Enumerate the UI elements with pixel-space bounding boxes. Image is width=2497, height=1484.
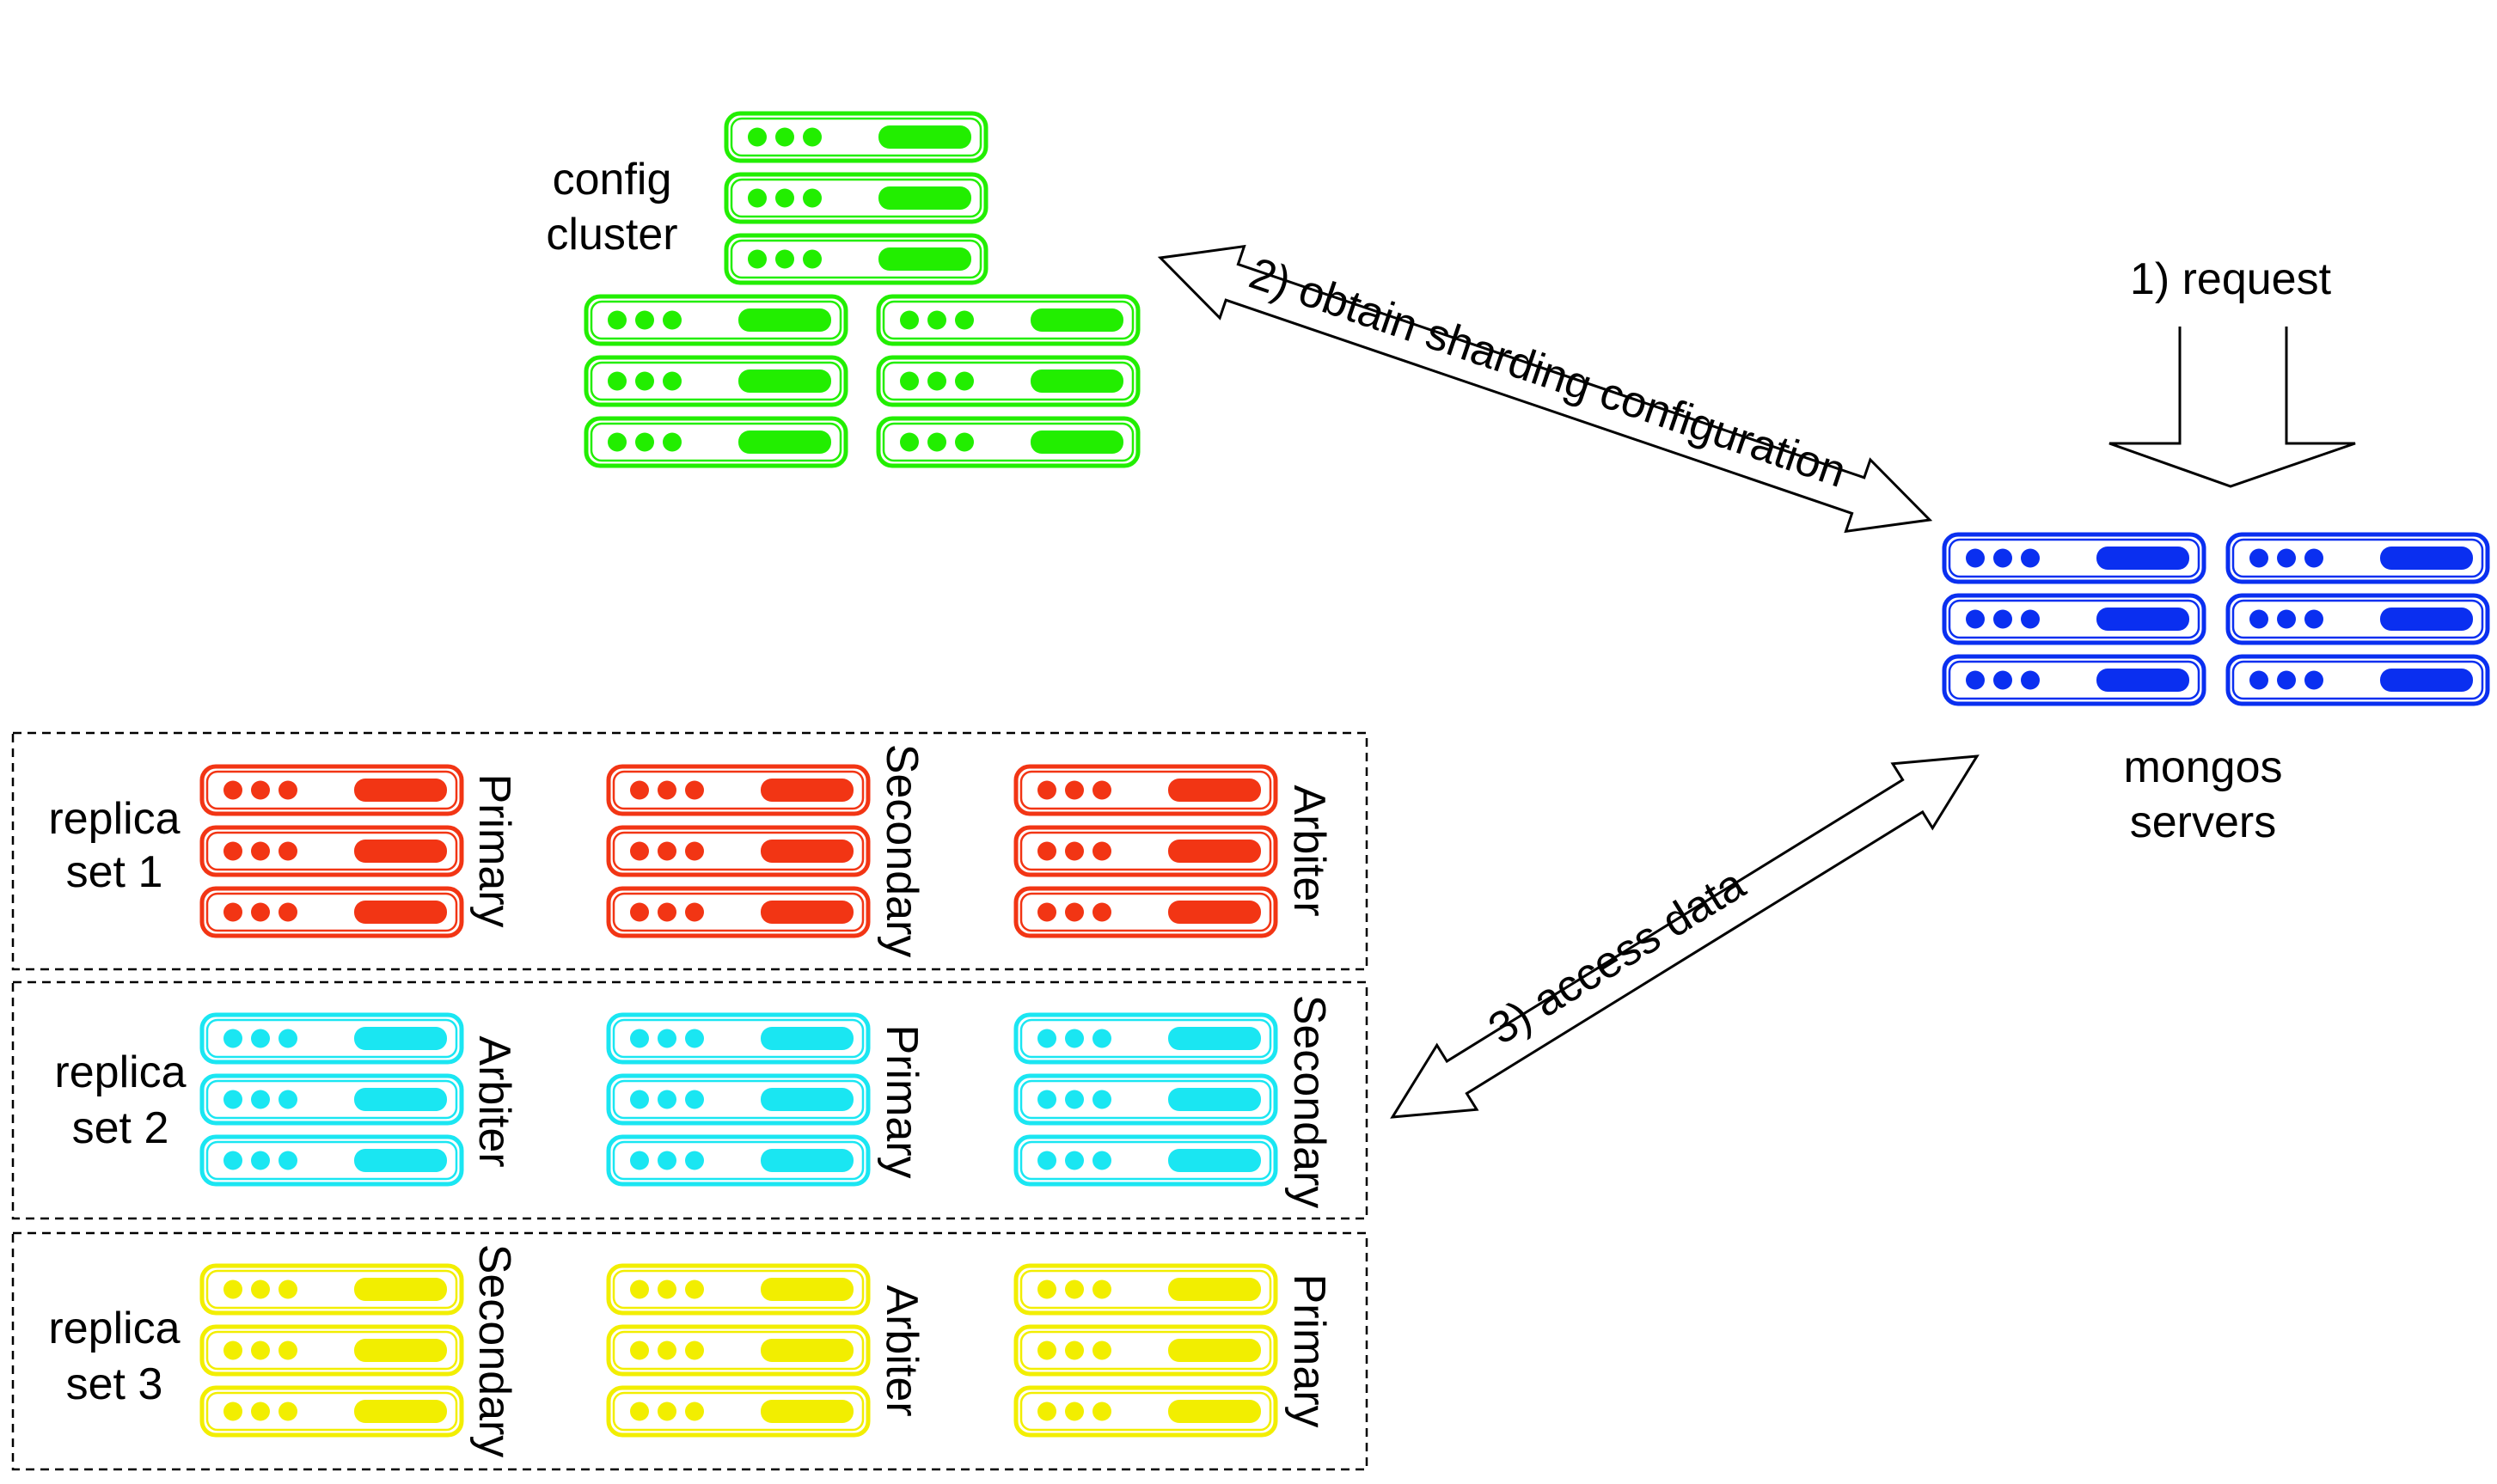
- replica-set-3-label-line2: set 3: [66, 1359, 163, 1409]
- server-rack-icon: [584, 416, 848, 468]
- replica-set-1: replica set 1 Primary Secondary Arbiter: [11, 731, 1368, 971]
- replica-set-3-node-3: [1013, 1263, 1278, 1438]
- config-server-right: [876, 294, 1141, 468]
- config-server-top: [724, 111, 988, 285]
- server-rack-icon: [1013, 1073, 1278, 1126]
- obtain-config-arrow: 2) obtain sharding configuration: [1157, 244, 1933, 534]
- server-rack-icon: [724, 172, 988, 224]
- server-rack-icon: [606, 1324, 871, 1377]
- server-rack-icon: [2225, 593, 2490, 645]
- server-rack-icon: [199, 1073, 464, 1126]
- server-rack-icon: [199, 1263, 464, 1316]
- double-arrow-icon: [1390, 754, 1980, 1119]
- server-rack-icon: [1942, 593, 2206, 645]
- replica-set-2-role-1: Arbiter: [469, 1035, 519, 1167]
- server-rack-icon: [199, 825, 464, 877]
- server-rack-icon: [606, 825, 871, 877]
- replica-set-2-role-2: Primary: [877, 1024, 927, 1178]
- server-rack-icon: [199, 1324, 464, 1377]
- server-rack-icon: [1013, 886, 1278, 938]
- config-cluster-label-line2: cluster: [546, 210, 677, 260]
- replica-set-1-role-1: Primary: [469, 773, 519, 927]
- down-arrow-icon: [2108, 321, 2356, 488]
- server-rack-icon: [724, 111, 988, 163]
- server-rack-icon: [1013, 1263, 1278, 1316]
- server-rack-icon: [199, 886, 464, 938]
- server-rack-icon: [584, 294, 848, 346]
- server-rack-icon: [1942, 654, 2206, 706]
- config-cluster: config cluster: [546, 111, 1141, 468]
- server-rack-icon: [606, 764, 871, 816]
- server-rack-icon: [606, 1134, 871, 1187]
- replica-set-2-node-1: [199, 1012, 464, 1187]
- access-data-label: 3) access data: [1480, 859, 1753, 1054]
- request-arrow: 1) request: [2108, 254, 2356, 488]
- replica-set-1-label-line1: replica: [48, 794, 180, 844]
- replica-set-1-node-2: [606, 764, 871, 938]
- access-data-arrow: 3) access data: [1390, 754, 1980, 1119]
- server-rack-icon: [606, 1263, 871, 1316]
- server-rack-icon: [1013, 825, 1278, 877]
- replica-set-2-label-line1: replica: [54, 1047, 186, 1097]
- server-rack-icon: [724, 233, 988, 285]
- server-rack-icon: [1013, 1324, 1278, 1377]
- request-label: 1) request: [2130, 254, 2332, 304]
- server-rack-icon: [199, 764, 464, 816]
- replica-set-1-role-2: Secondary: [877, 744, 927, 958]
- replica-set-2-border: [11, 980, 1368, 1220]
- replica-set-2: replica set 2 Arbiter Primary Secondary: [11, 980, 1368, 1220]
- replica-set-3-role-1: Secondary: [469, 1244, 519, 1458]
- server-rack-icon: [876, 416, 1141, 468]
- mongos-server-left: [1942, 532, 2206, 706]
- server-rack-icon: [606, 1073, 871, 1126]
- mongos-server-right: [2225, 532, 2490, 706]
- mongos-label-line1: mongos: [2124, 742, 2283, 792]
- replica-set-3-node-1: [199, 1263, 464, 1438]
- server-rack-icon: [606, 886, 871, 938]
- replica-set-3-label-line1: replica: [48, 1304, 180, 1353]
- replica-set-1-node-3: [1013, 764, 1278, 938]
- server-rack-icon: [1013, 764, 1278, 816]
- replica-set-3-border: [11, 1231, 1368, 1471]
- server-rack-icon: [1013, 1385, 1278, 1438]
- server-rack-icon: [876, 294, 1141, 346]
- replica-set-3: replica set 3 Secondary Arbiter Primary: [11, 1231, 1368, 1471]
- replica-set-1-node-1: [199, 764, 464, 938]
- config-server-left: [584, 294, 848, 468]
- server-rack-icon: [199, 1134, 464, 1187]
- obtain-config-label: 2) obtain sharding configuration: [1243, 248, 1851, 498]
- server-rack-icon: [2225, 532, 2490, 584]
- replica-set-1-role-3: Arbiter: [1284, 785, 1334, 916]
- server-rack-icon: [606, 1385, 871, 1438]
- replica-set-1-label-line2: set 1: [66, 847, 163, 897]
- server-rack-icon: [876, 355, 1141, 407]
- replica-set-2-label-line2: set 2: [72, 1103, 169, 1153]
- replica-set-3-role-3: Primary: [1284, 1273, 1334, 1427]
- server-rack-icon: [199, 1385, 464, 1438]
- replica-set-2-node-3: [1013, 1012, 1278, 1187]
- replica-set-1-border: [11, 731, 1368, 971]
- server-rack-icon: [199, 1012, 464, 1065]
- server-rack-icon: [1942, 532, 2206, 584]
- server-rack-icon: [1013, 1012, 1278, 1065]
- server-rack-icon: [584, 355, 848, 407]
- config-cluster-label-line1: config: [553, 155, 672, 205]
- mongos-label-line2: servers: [2130, 797, 2276, 847]
- replica-set-3-node-2: [606, 1263, 871, 1438]
- replica-set-2-node-2: [606, 1012, 871, 1187]
- replica-set-2-role-3: Secondary: [1284, 995, 1334, 1209]
- mongos-servers: mongos servers: [1942, 532, 2490, 847]
- server-rack-icon: [606, 1012, 871, 1065]
- replica-set-3-role-2: Arbiter: [877, 1285, 927, 1416]
- double-arrow-icon: [1157, 244, 1933, 534]
- server-rack-icon: [2225, 654, 2490, 706]
- server-rack-icon: [1013, 1134, 1278, 1187]
